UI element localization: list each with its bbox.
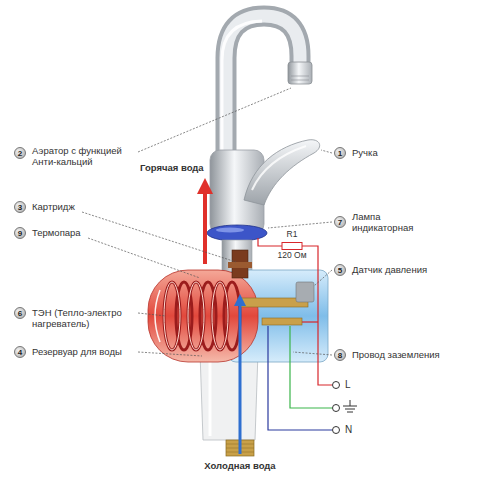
- callout-number: 3: [14, 201, 26, 213]
- callout-number: 8: [334, 349, 346, 361]
- part-label: Резервуар для воды: [32, 347, 122, 358]
- callout-number: 7: [334, 216, 346, 228]
- terminal-name: N: [345, 424, 352, 436]
- resistor-value: 120 Ом: [278, 251, 307, 261]
- resistor-name: R1: [287, 230, 298, 240]
- callout-number: 4: [14, 346, 26, 358]
- callout-number: 2: [14, 147, 26, 159]
- callout-number: 9: [14, 227, 26, 239]
- flow-label: Горячая вода: [140, 163, 204, 174]
- callout-number: 6: [14, 307, 26, 319]
- part-label: Аэратор с функцией Анти-кальций: [32, 146, 136, 168]
- part-label: Лампа индикаторная: [352, 212, 432, 234]
- callout-number: 5: [334, 264, 346, 276]
- callout-number: 1: [334, 147, 346, 159]
- part-label: Ручка: [352, 148, 378, 159]
- terminal-name: L: [345, 379, 351, 391]
- part-label: Провод заземления: [352, 350, 440, 361]
- flow-label: Холодная вода: [204, 461, 275, 472]
- part-label: Термопара: [32, 228, 81, 239]
- part-label: Картридж: [32, 202, 75, 213]
- part-label: ТЭН (Тепло-электро нагреватель): [32, 308, 136, 330]
- part-label: Датчик давления: [352, 265, 427, 276]
